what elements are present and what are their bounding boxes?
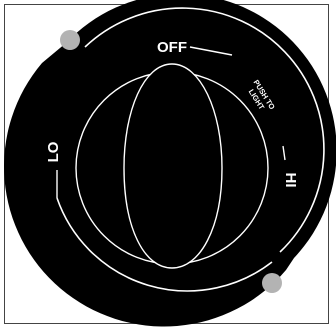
indicator-dot-bottom <box>262 273 282 293</box>
indicator-dot-top <box>60 30 80 50</box>
off-label: OFF <box>157 39 187 56</box>
hi-label: HI <box>282 173 299 188</box>
lo-label: LO <box>45 141 62 162</box>
knob-grip-ridge <box>124 64 222 268</box>
